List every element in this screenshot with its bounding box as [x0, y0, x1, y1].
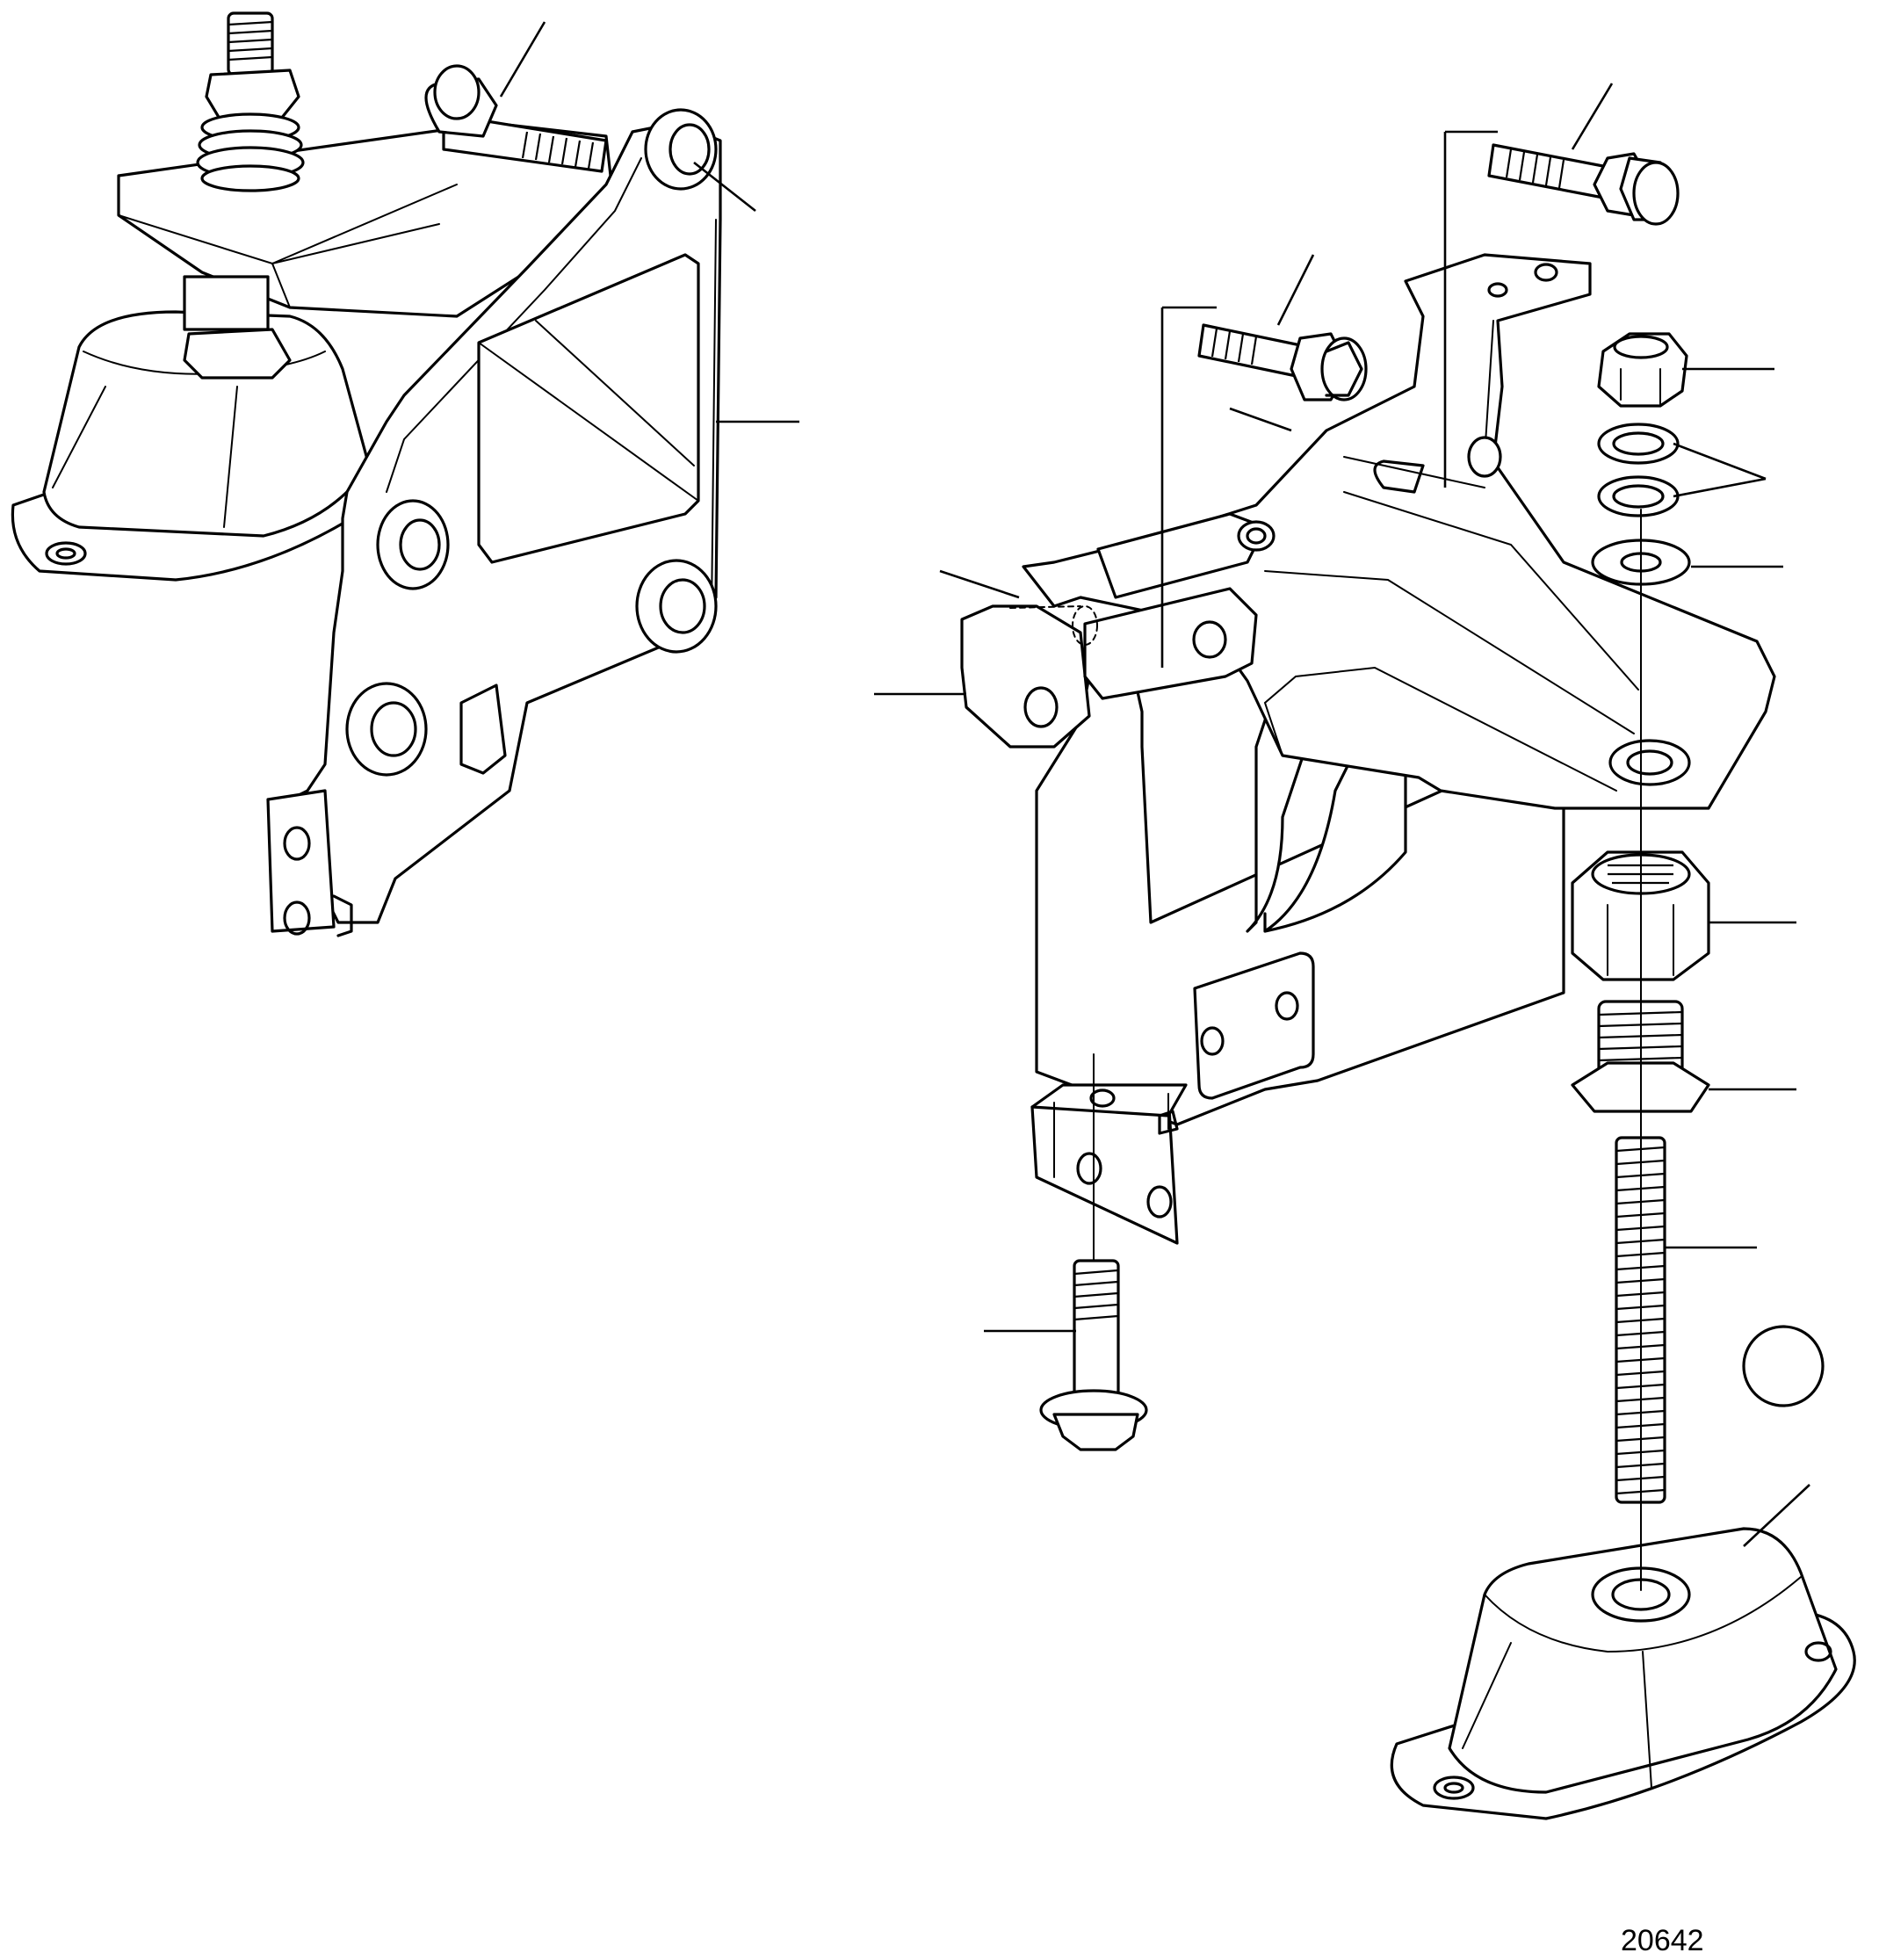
lower-flange-bolt	[1039, 1259, 1148, 1451]
upper-flange-bolt	[1487, 143, 1680, 226]
left-stud-with-nut	[196, 11, 305, 192]
left-mount-assembly	[11, 11, 799, 937]
left-vertical-bracket	[266, 108, 722, 937]
figure-reference-number: 20642	[1621, 1924, 1704, 1957]
leader-line	[499, 21, 546, 98]
left-rubber-mount	[11, 310, 371, 582]
right-rubber-mount	[1390, 1527, 1856, 1820]
right-main-bracket	[1030, 631, 1565, 1245]
middle-flange-bolt	[1197, 323, 1368, 401]
right-link-arm	[960, 512, 1276, 749]
top-locknut	[1597, 332, 1688, 408]
right-top-arm	[1022, 253, 1776, 810]
right-mount-assembly	[874, 83, 1856, 1820]
left-flange-bolt	[424, 64, 608, 173]
circle-symbol	[1742, 1325, 1825, 1407]
leader-lines	[874, 83, 1810, 1547]
leader-line	[693, 161, 756, 213]
spring-washers	[1597, 423, 1680, 517]
